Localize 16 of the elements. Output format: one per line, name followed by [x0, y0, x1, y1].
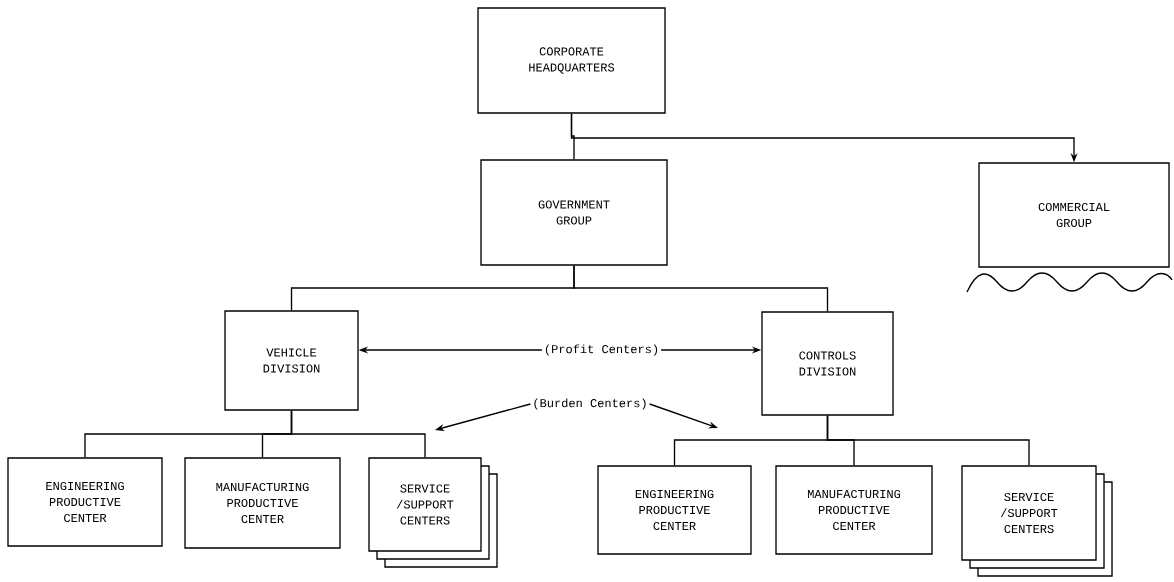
connector-line — [826, 415, 1030, 466]
org-box: CORPORATE HEADQUARTERS — [477, 7, 666, 114]
stacked-org-box: SERVICE /SUPPORT CENTERS — [961, 465, 1113, 577]
org-box: COMMERCIAL GROUP — [978, 162, 1170, 268]
org-box: MANUFACTURING PRODUCTIVE CENTER — [184, 457, 341, 549]
org-box: VEHICLE DIVISION — [224, 310, 359, 411]
connector-line — [290, 410, 426, 458]
connector-line — [573, 265, 829, 312]
org-box: GOVERNMENT GROUP — [480, 159, 668, 266]
stacked-org-box: SERVICE /SUPPORT CENTERS — [368, 457, 498, 568]
org-box: ENGINEERING PRODUCTIVE CENTER — [7, 457, 163, 547]
org-box: ENGINEERING PRODUCTIVE CENTER — [597, 465, 752, 555]
annotation-text: (Burden Centers) — [531, 397, 649, 411]
org-box: CONTROLS DIVISION — [761, 311, 894, 416]
annotation-text: (Profit Centers) — [542, 343, 661, 357]
org-box: MANUFACTURING PRODUCTIVE CENTER — [775, 465, 933, 555]
